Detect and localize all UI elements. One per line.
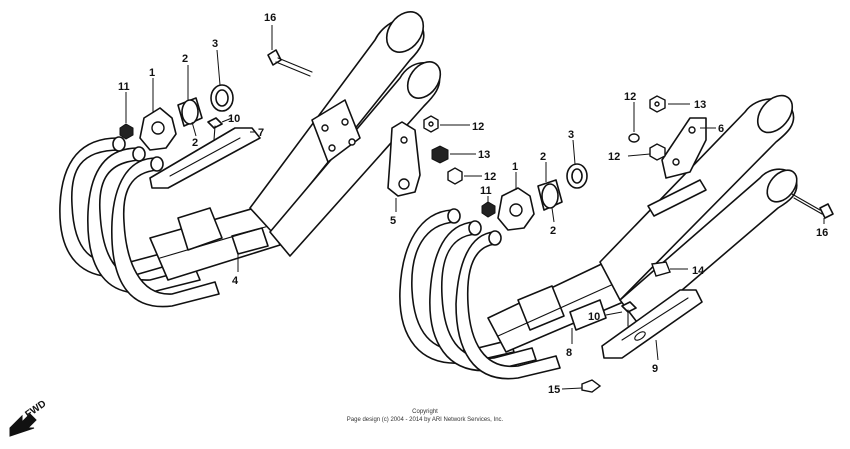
- callout-12-mid-b: 12: [484, 171, 496, 183]
- mid-washer-13: [431, 145, 476, 164]
- callout-16-right: 16: [816, 227, 828, 239]
- left-nut-11: [119, 92, 134, 140]
- bracket-5: [387, 121, 421, 212]
- left-muffler-bracket: [311, 99, 361, 163]
- callout-13-right: 13: [694, 99, 706, 111]
- callout-1-left: 1: [149, 67, 155, 79]
- fwd-label: FWD: [23, 398, 48, 420]
- right-bolt-16: [791, 193, 834, 224]
- bracket-6: [661, 117, 716, 179]
- right-nut-14: [651, 261, 688, 277]
- callout-14: 14: [692, 265, 705, 277]
- callout-9: 9: [652, 363, 658, 375]
- copyright-line-1: Copyright: [412, 409, 438, 415]
- left-exhaust-assembly: [59, 11, 442, 308]
- right-nut-15: [561, 379, 602, 393]
- left-joint-1: [139, 78, 177, 151]
- right-nut-12b: [627, 143, 666, 161]
- right-washer-13: [628, 102, 640, 143]
- callout-2-left-lower: 2: [192, 137, 198, 149]
- left-bolt-16: [267, 25, 313, 77]
- right-muffler-strap: [647, 179, 707, 217]
- fwd-indicator: FWD: [9, 398, 48, 437]
- callout-2-right: 2: [540, 151, 546, 163]
- callout-12-right-a: 12: [624, 91, 636, 103]
- callout-16-left: 16: [264, 12, 276, 24]
- right-joint-1: [497, 172, 535, 231]
- callout-3-left: 3: [212, 38, 218, 50]
- mid-nut-12b: [447, 167, 482, 185]
- callout-12-mid-a: 12: [472, 121, 484, 133]
- middle-parts: [387, 115, 496, 218]
- right-nut-12a: [649, 95, 690, 113]
- callout-15: 15: [548, 384, 560, 396]
- callout-11-left: 11: [118, 81, 130, 93]
- left-collector: [149, 204, 281, 281]
- right-bolt-10: [605, 301, 637, 327]
- callout-2-left: 2: [182, 53, 188, 65]
- right-gasket-3: [566, 139, 588, 189]
- left-collar-2: [177, 65, 203, 137]
- callout-4: 4: [232, 275, 239, 287]
- callout-1-right: 1: [512, 161, 518, 173]
- callout-6: 6: [718, 123, 724, 135]
- mid-nut-11: [481, 196, 496, 218]
- left-protector-7: [149, 127, 261, 189]
- left-bolt-10: [207, 117, 233, 141]
- right-collar-2: [537, 162, 563, 223]
- callout-5: 5: [390, 215, 396, 227]
- fwd-arrow-icon: [9, 413, 37, 437]
- callout-labels: 16 3 2 1 11 10 7 2 4 12 13 12 11 5 12 13…: [118, 12, 828, 396]
- callout-2-right-lower: 2: [550, 225, 556, 237]
- copyright-line-2: Page design (c) 2004 - 2014 by ARI Netwo…: [347, 417, 504, 423]
- callout-11-mid: 11: [480, 185, 492, 197]
- right-protector-9: [601, 289, 703, 361]
- copyright-block: Copyright Page design (c) 2004 - 2014 by…: [347, 409, 504, 423]
- callout-7: 7: [258, 127, 264, 139]
- callout-10-right: 10: [588, 311, 600, 323]
- callout-8: 8: [566, 347, 572, 359]
- callout-13-mid: 13: [478, 149, 490, 161]
- right-mufflers: [599, 94, 798, 327]
- right-exhaust-assembly: [399, 94, 834, 393]
- callout-12-right-b: 12: [608, 151, 620, 163]
- right-header-pipes: [399, 208, 561, 380]
- callout-10-left: 10: [228, 113, 240, 125]
- left-gasket-3: [210, 49, 234, 112]
- callout-3-right: 3: [568, 129, 574, 141]
- mid-nut-12a: [423, 115, 470, 133]
